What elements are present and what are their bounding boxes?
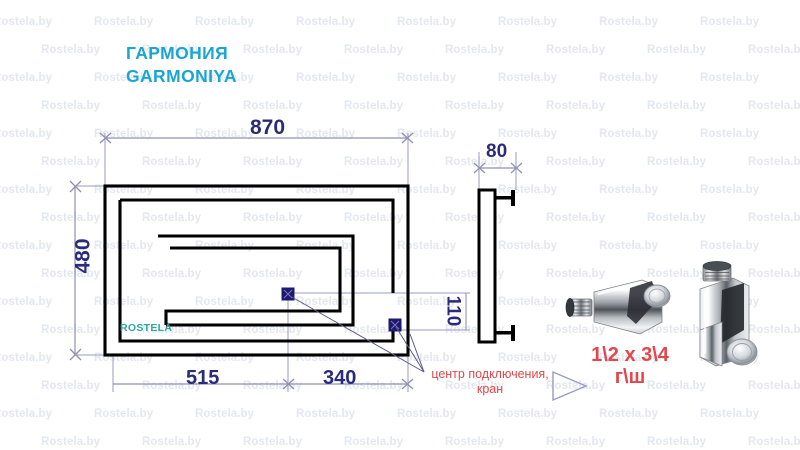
radiator-loop-2 [120, 198, 395, 293]
angle-valve-left [565, 279, 671, 335]
connection-center-line1: центр подключения, [431, 367, 549, 381]
thread-gender-value: г\ш [614, 366, 646, 389]
radiator-side-view [477, 188, 515, 344]
radiator-outer-frame [103, 184, 410, 357]
thread-size-value: 1\2 x 3\4 [591, 344, 669, 366]
radiator-loop-3 [158, 234, 355, 327]
connection-center-line2: кран [476, 382, 504, 397]
angle-valve-right [699, 261, 758, 367]
wall-bracket-bottom [495, 325, 515, 341]
connection-center-label: центр подключения, кран [425, 367, 555, 398]
brand-name-latin: GARMONIYA [126, 66, 237, 87]
dimension-lines [69, 132, 523, 390]
wall-bracket-top [495, 190, 515, 206]
dimension-label-515: 515 [186, 367, 220, 389]
brand-name-ru: ГАРМОНИЯ [126, 43, 229, 63]
brand-title: ГАРМОНИЯ GARMONIYA [126, 42, 237, 89]
dimension-label-340: 340 [323, 367, 357, 389]
dimension-label-110: 110 [442, 295, 464, 327]
leader-lines [289, 295, 425, 373]
dimension-label-480: 480 [71, 238, 95, 274]
dimension-label-870: 870 [250, 116, 286, 139]
inner-watermark-text: ROSTELA [120, 322, 173, 334]
side-view-body [477, 188, 497, 344]
dimension-label-80: 80 [486, 141, 508, 162]
thread-size-label: 1\2 x 3\4 г\ш [565, 344, 695, 389]
triangle-right-icon [552, 370, 588, 402]
radiator-stub-inner [164, 309, 282, 325]
radiator-loop-4 [170, 246, 342, 313]
dimension-extension-lines [75, 133, 517, 392]
